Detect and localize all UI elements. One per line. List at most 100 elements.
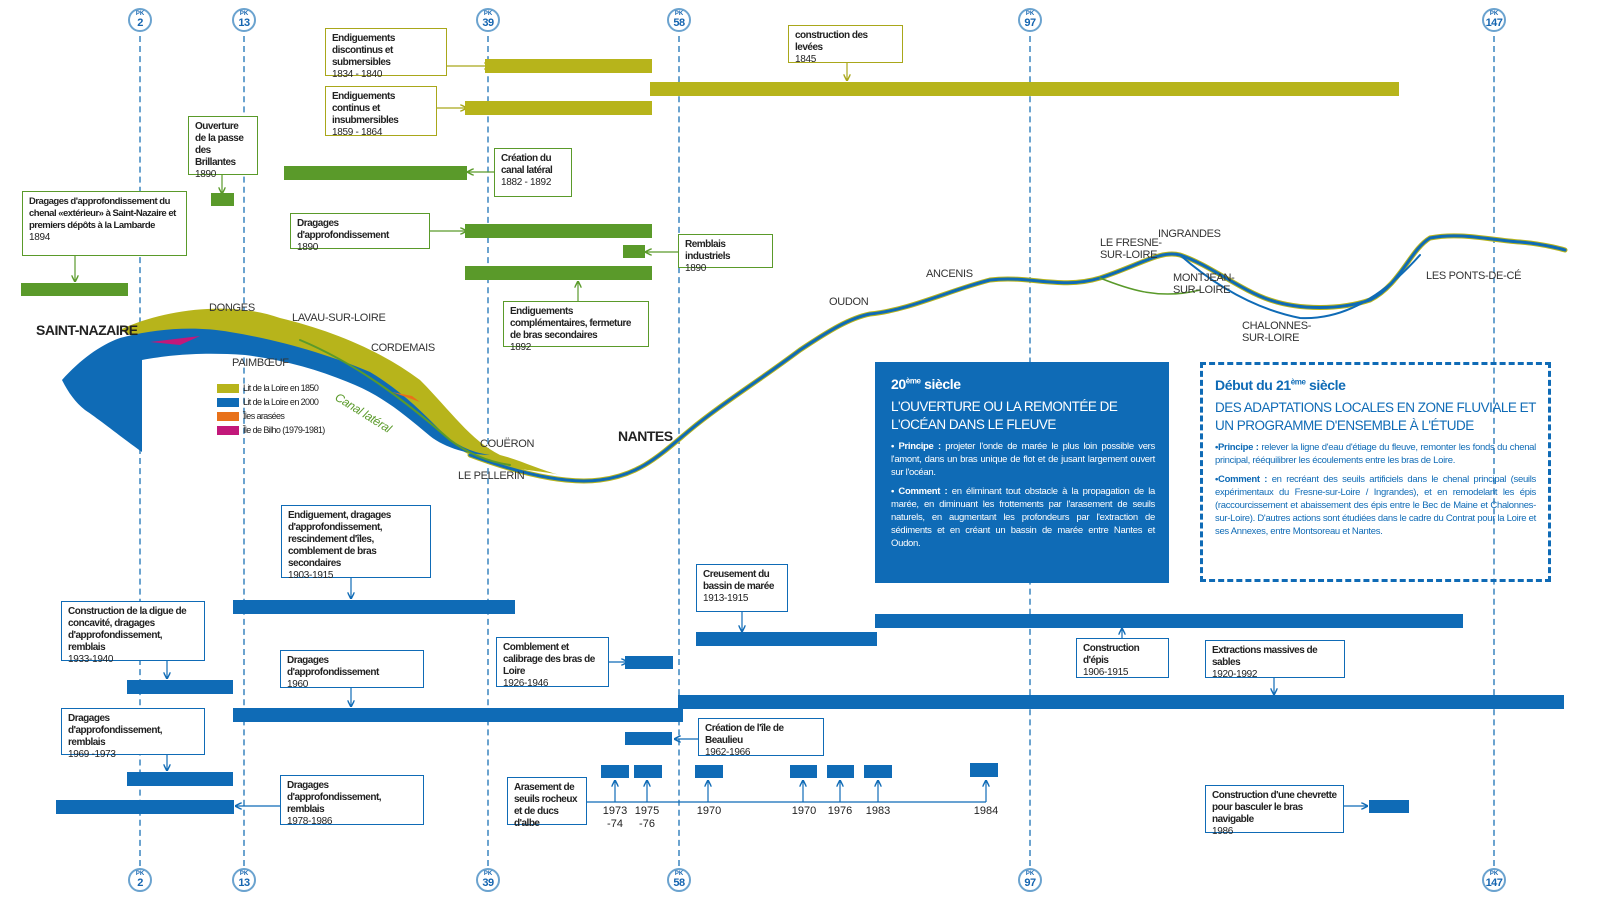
pk-value: 147 <box>1485 877 1503 889</box>
event-years: 1845 <box>795 54 817 65</box>
panel21-heading-sup: ème <box>1290 377 1306 387</box>
legend-swatch <box>217 411 239 421</box>
event-title: Creusement du bassin de marée <box>703 569 774 592</box>
place-donges: DONGES <box>209 302 255 314</box>
event-title: Endiguements discontinus et submersibles <box>332 33 395 68</box>
pk-value: 39 <box>482 877 494 889</box>
bar-dragages-1960 <box>233 708 683 722</box>
event-years: 1960 <box>287 679 309 690</box>
arasement-year: 1970 <box>696 805 722 817</box>
event-title: Endiguements continus et insubmersibles <box>332 91 399 126</box>
place-cordemais: CORDEMAIS <box>371 342 435 354</box>
pk-value: 2 <box>137 17 143 29</box>
legend-label: Lit de la Loire en 1850 <box>243 383 319 393</box>
event-dragages-1960: Dragages d'approfondissement 1960 <box>280 650 424 690</box>
arasement-year: 1973 -74 <box>602 805 628 830</box>
event-chevrette: Construction d'une chevrette pour bascul… <box>1205 785 1344 837</box>
pk-value: 13 <box>238 877 250 889</box>
panel21-principe: •Principe : relever la ligne d'eau d'éti… <box>1215 441 1536 467</box>
event-title: Ouverture de la passe des Brillantes <box>195 121 244 168</box>
bar-arasement <box>970 763 998 777</box>
event-title: Extractions massives de sables <box>1212 645 1318 668</box>
legend-swatch <box>217 383 239 393</box>
event-years: 1894 <box>29 232 51 243</box>
legend-swatch <box>217 425 239 435</box>
bar-passe-brillantes <box>211 193 234 206</box>
event-dragages-1894: Dragages d'approfondissement du chenal «… <box>22 191 187 256</box>
panel21-heading-main: Début du 21 <box>1215 377 1291 393</box>
event-dragages-1978: Dragages d'approfondissement, remblais 1… <box>280 775 424 827</box>
bar-chevrette <box>1369 800 1409 813</box>
event-title: Remblais industriels <box>685 239 731 262</box>
place-coueron: COUËRON <box>480 438 535 450</box>
event-years: 1913-1915 <box>703 593 749 604</box>
place-ingrandes: INGRANDES <box>1158 228 1221 240</box>
event-years: 1926-1946 <box>503 678 549 689</box>
event-years: 1906-1915 <box>1083 667 1129 678</box>
event-years: 1986 <box>1212 826 1234 837</box>
bar-arasement <box>827 765 854 778</box>
panel21-comment-label: •Comment : <box>1215 474 1268 485</box>
bar-endiguements-complementaires <box>465 266 652 280</box>
event-years: 1890 <box>297 242 319 253</box>
panel20-principe-label: • Principe : <box>891 441 941 452</box>
panel21-principe-label: •Principe : <box>1215 442 1259 453</box>
bar-canal-lateral <box>284 166 467 180</box>
event-title: Construction de la digue de concavité, d… <box>68 606 187 653</box>
event-construction-levees: construction des levées 1845 <box>788 25 903 65</box>
place-paimboeuf: PAIMBŒUF <box>232 357 289 369</box>
event-arasement: Arasement de seuils rocheux et de ducs d… <box>507 777 587 829</box>
arasement-year: 1975 -76 <box>634 805 660 830</box>
panel21-principe-text: relever la ligne d'eau d'étiage du fleuv… <box>1215 442 1536 466</box>
bar-arasement <box>601 765 629 778</box>
bar-remblais-industriels <box>623 245 645 258</box>
panel21-heading: Début du 21ème siècle <box>1215 377 1536 393</box>
place-lavau: LAVAU-SUR-LOIRE <box>292 312 386 324</box>
event-title: Comblement et calibrage des bras de Loir… <box>503 642 595 677</box>
event-years: 1903-1915 <box>288 570 334 581</box>
bar-dragages-1894 <box>21 283 128 296</box>
panel20-heading-main: 20 <box>891 376 906 392</box>
pk-prefix: PK <box>1489 11 1499 17</box>
panel-21st-century: Début du 21ème siècle DES ADAPTATIONS LO… <box>1200 362 1551 582</box>
event-years: 1890 <box>685 263 707 274</box>
event-endiguement-1903: Endiguement, dragages d'approfondissemen… <box>281 505 431 581</box>
bar-construction-levees <box>650 82 1399 96</box>
pk-prefix: PK <box>483 11 493 17</box>
legend-label: Île de Bilho (1979-1981) <box>243 425 325 435</box>
legend-item: Lit de la Loire en 2000 <box>217 395 325 409</box>
event-title: Construction d'épis <box>1083 643 1140 666</box>
panel20-comment-text: en éliminant tout obstacle à la propagat… <box>891 486 1156 549</box>
arasement-year: 1970 <box>791 805 817 817</box>
place-montjean: MONTJEAN- SUR-LOIRE <box>1173 272 1235 296</box>
event-construction-epis: Construction d'épis 1906-1915 <box>1076 638 1169 678</box>
event-dragages-1969: Dragages d'approfondissement, remblais 1… <box>61 708 205 760</box>
event-years: 1978-1986 <box>287 816 333 827</box>
pk13-line <box>243 36 245 866</box>
event-endiguements-discontinus: Endiguements discontinus et submersibles… <box>325 28 447 80</box>
event-title: Arasement de seuils rocheux et de ducs d… <box>514 782 578 829</box>
bar-endiguements-discontinus <box>485 59 652 73</box>
pk-value: 39 <box>482 17 494 29</box>
pk147-line <box>1493 36 1495 866</box>
arasement-year: 1983 <box>865 805 891 817</box>
place-le-fresne: LE FRESNE- SUR-LOIRE <box>1100 237 1162 261</box>
event-years: 1890 <box>195 169 217 180</box>
pk-value: 97 <box>1024 877 1036 889</box>
panel20-principe: • Principe : projeter l'onde de marée le… <box>891 440 1155 479</box>
panel20-heading-sup: ème <box>905 376 921 386</box>
panel21-heading-rest: siècle <box>1305 377 1346 393</box>
pk58-line <box>678 36 680 866</box>
pk-prefix: PK <box>239 11 249 17</box>
pk-prefix: PK <box>135 871 145 877</box>
